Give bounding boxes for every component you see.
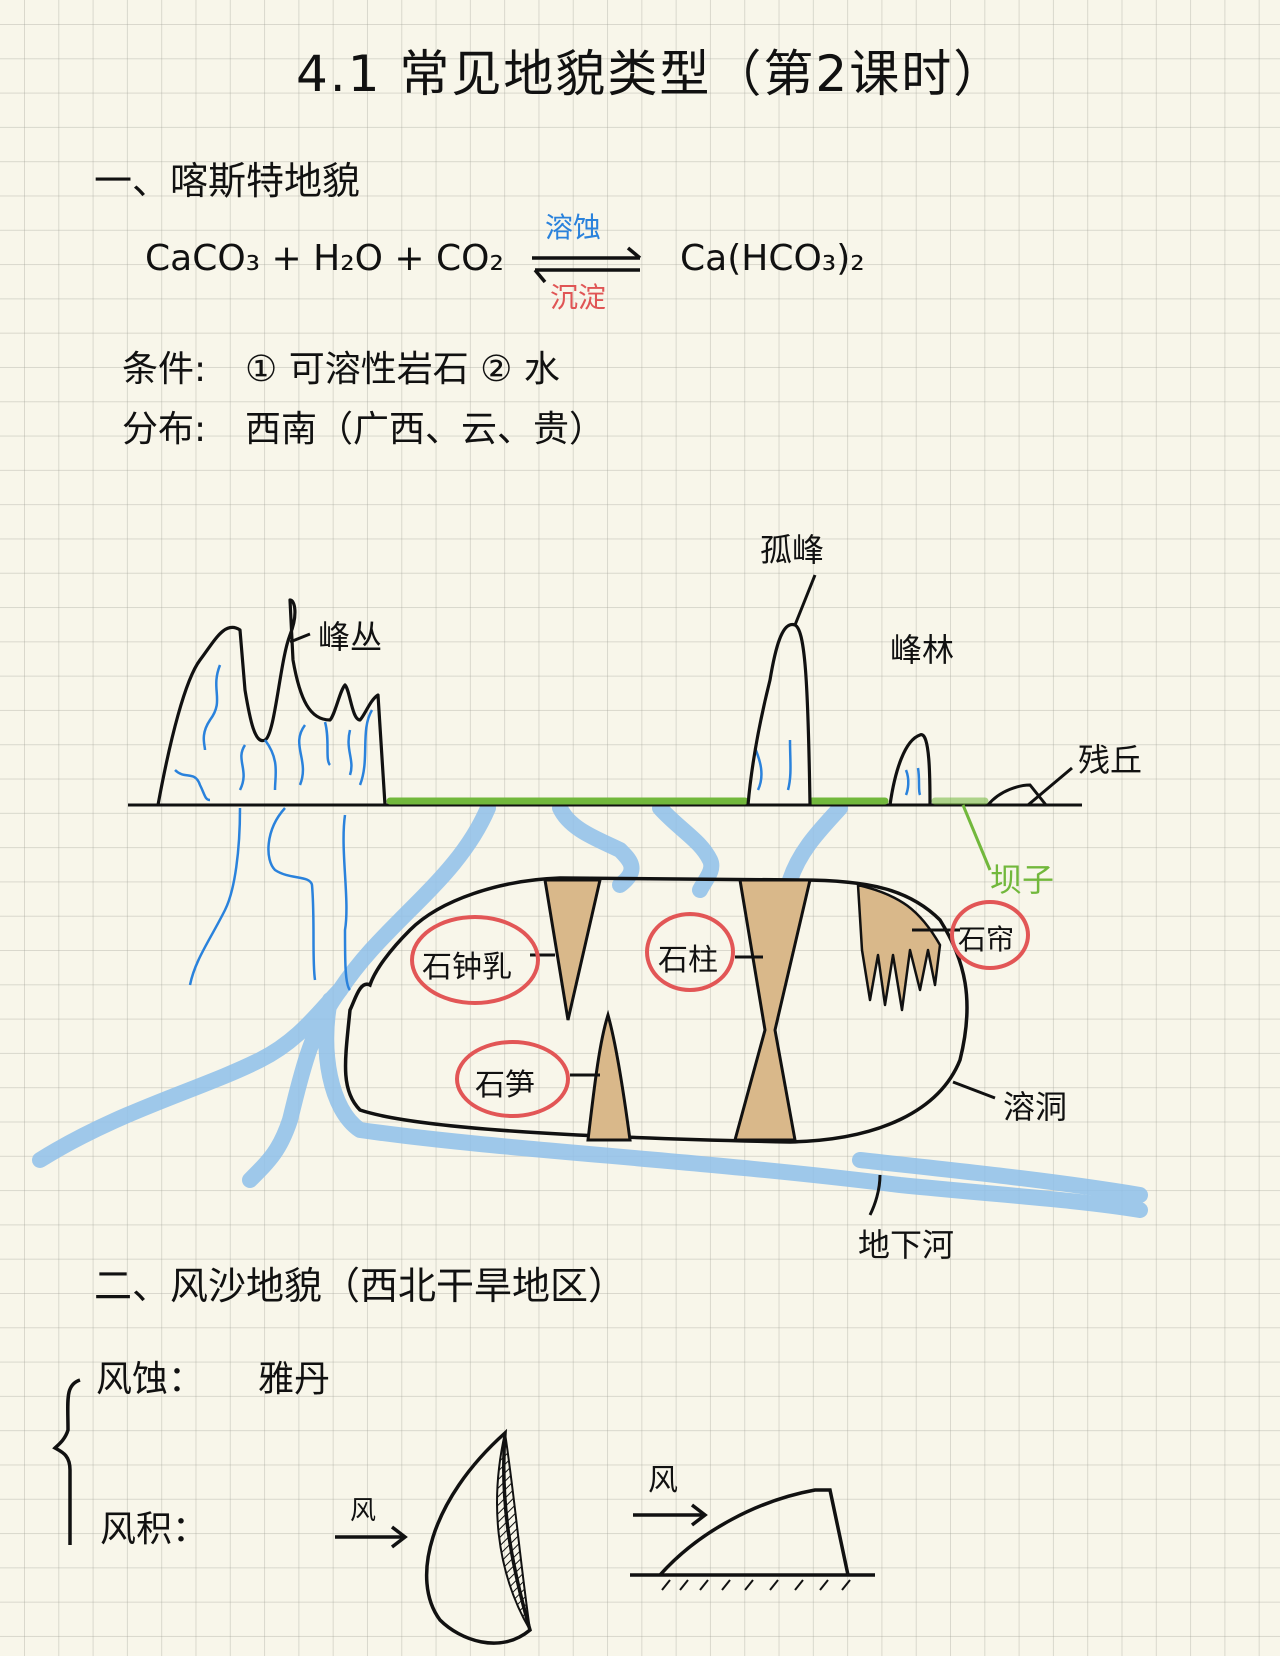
circle-stalactite: [410, 915, 540, 1005]
conditions-label: 条件:: [122, 349, 207, 390]
equation-product: Ca(HCO₃)₂: [680, 238, 865, 279]
ground-hatch: [661, 1579, 851, 1591]
label-stalagmite: 石笋: [475, 1068, 535, 1103]
brace: [52, 1378, 81, 1545]
wind-label-1: 风: [350, 1496, 377, 1526]
label-residual-hill: 残丘: [1078, 741, 1143, 779]
section2-heading: 二、风沙地貌（西北干旱地区）: [94, 1264, 627, 1308]
page-title: 4.1 常见地貌类型（第2课时）: [296, 45, 1006, 103]
distribution-label: 分布:: [122, 409, 207, 450]
label-peak-forest: 峰林: [890, 631, 955, 669]
section1-heading: 一、喀斯特地貌: [94, 159, 361, 203]
underground-river-drawing: [32, 800, 1148, 1218]
label-stone-pillar: 石柱: [658, 943, 718, 978]
label-karst-cave: 溶洞: [1003, 1088, 1068, 1126]
label-stone-curtain: 石帘: [958, 923, 1015, 956]
peak-forest-outline: [888, 733, 932, 806]
dissolution-label: 溶蚀: [545, 211, 602, 244]
label-stalactite: 石钟乳: [422, 950, 512, 985]
equation-reactants: CaCO₃ + H₂O + CO₂: [145, 238, 504, 279]
conditions-value: ① 可溶性岩石 ② 水: [245, 349, 560, 390]
reversible-arrows: [532, 246, 642, 284]
circle-stone-pillar: [645, 912, 735, 992]
label-isolated-peak: 孤峰: [760, 531, 825, 569]
dune-profile-drawing: [630, 1488, 875, 1577]
wind-label-2: 风: [648, 1463, 678, 1498]
wind-arrow-1: [335, 1525, 408, 1549]
circle-stone-curtain: [950, 900, 1030, 970]
label-basin: 坝子: [990, 861, 1055, 899]
label-underground-river: 地下河: [858, 1226, 955, 1264]
isolated-peak-outline: [746, 622, 812, 806]
precipitation-label: 沉淀: [550, 281, 607, 314]
wind-erosion-label: 风蚀：: [96, 1359, 205, 1400]
wind-deposition-label: 风积：: [100, 1509, 209, 1550]
circle-stalagmite: [455, 1040, 570, 1118]
water-seep-lines: [174, 664, 922, 991]
stone-pillar-shape: [733, 878, 812, 1142]
residual-hill-outline: [986, 783, 1048, 806]
wind-arrow-2: [633, 1503, 708, 1527]
stalactite-shape: [543, 878, 602, 1021]
wind-erosion-value: 雅丹: [258, 1359, 331, 1400]
basin-pointer: [961, 804, 992, 871]
stalagmite-shape: [586, 1009, 632, 1142]
distribution-value: 西南（广西、云、贵）: [245, 409, 606, 450]
peak-cluster-outline: [156, 598, 387, 806]
karst-cave-outline: [343, 876, 969, 1144]
stone-curtain-shape: [856, 883, 942, 1012]
label-peak-cluster: 峰丛: [318, 618, 383, 656]
